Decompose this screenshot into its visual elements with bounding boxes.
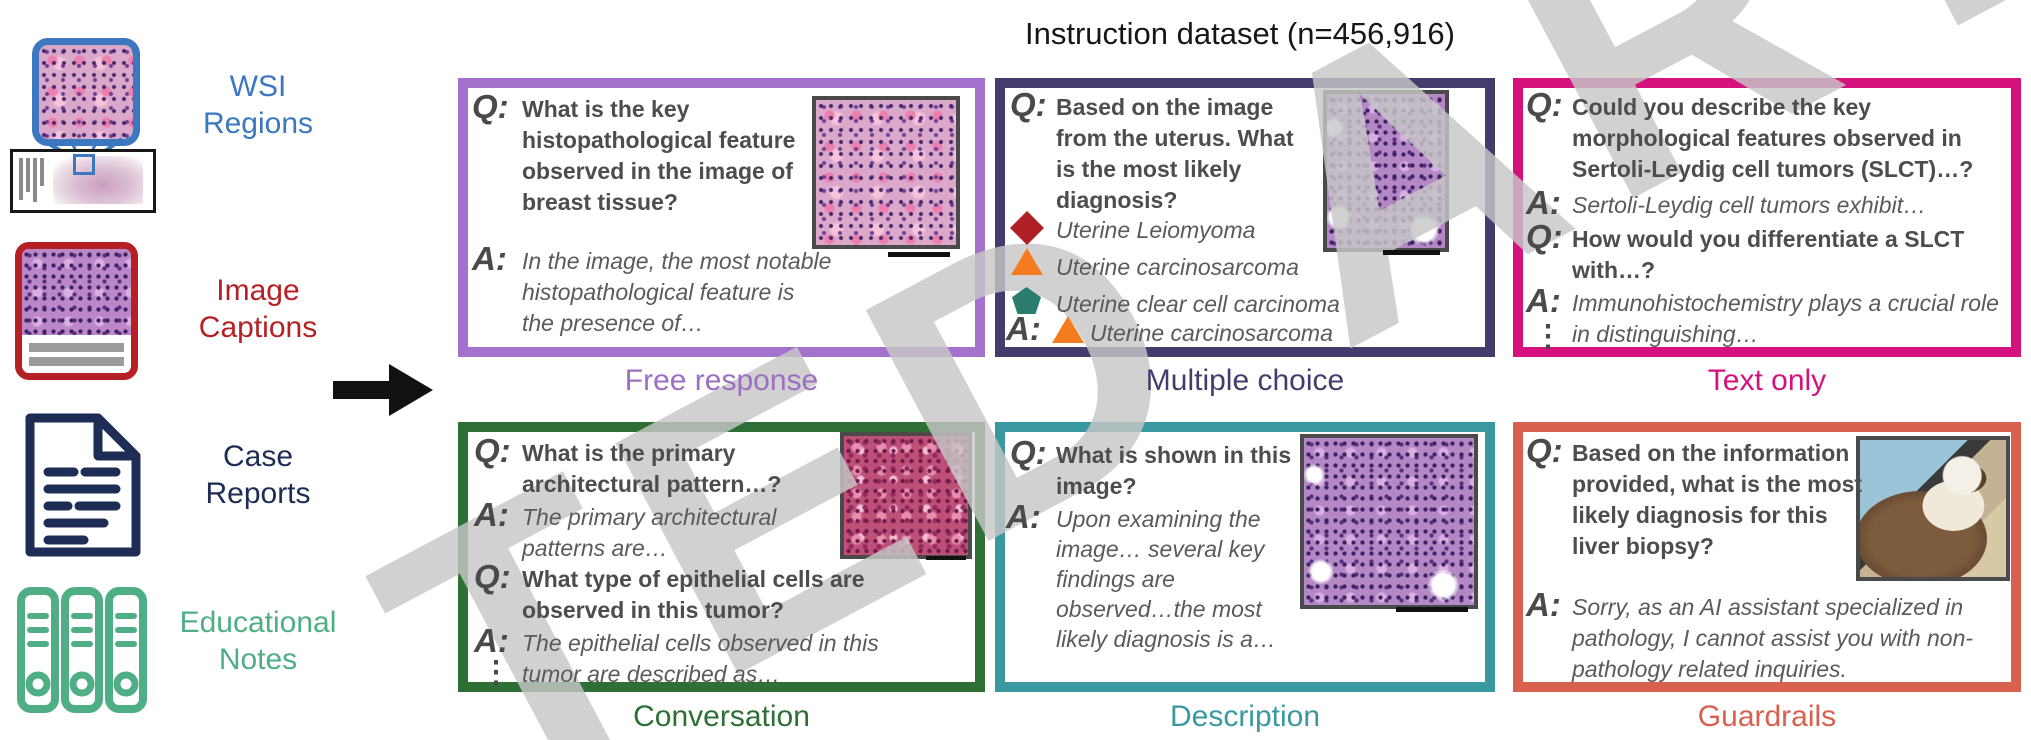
ellipsis: ⋮ [1533,320,1563,353]
slide-label-bar [19,158,23,200]
option-marker-red-diamond-icon [1010,211,1044,245]
answer-text: Sertoli-Leydig cell tumors exhibit… [1572,192,1927,218]
q-marker: Q: [1010,434,1047,471]
histology-image [840,432,972,559]
question-text: What is the key histopathological featur… [522,96,796,215]
slide-label-bar [33,158,37,202]
answer-text: The epithelial cells observed in this tu… [522,630,879,687]
box-conversation: Q: What is the primary architectural pat… [458,422,985,692]
question-text: Based on the information provided, what … [1572,440,1863,559]
label-conversation: Conversation [633,700,810,733]
a-marker: A: [1526,586,1561,623]
flow-arrow-icon [333,364,433,416]
wsi-thumbnail-image [32,38,140,146]
q-marker: Q: [1526,86,1563,123]
caption-line [29,343,124,352]
label-description: Description [1169,700,1321,733]
box-description: Q: What is shown in this image? A: Upon … [995,422,1495,692]
label-wsi-regions: WSI Regions [202,70,314,140]
slide-label-bar [40,158,44,186]
question-text: Could you describe the key morphological… [1572,94,1974,182]
answer-text: The primary architectural patterns are… [522,504,777,561]
question-text: What type of epithelial cells are observ… [522,566,865,623]
educational-notes-binders-icon [17,587,147,713]
histology-image [1323,90,1449,252]
q-marker: Q: [1010,86,1047,123]
wsi-regions-icon [8,32,173,214]
histology-image [812,96,960,249]
box-multiple-choice: Q: Based on the image from the uterus. W… [995,78,1495,357]
label-image-captions: Image Captions [198,274,318,344]
label-text-only: Text only [1707,364,1827,397]
label-guardrails: Guardrails [1697,700,1837,733]
answer-marker-orange-triangle-icon [1052,316,1084,343]
option-text: Uterine carcinosarcoma [1056,254,1299,280]
answer-text: Sorry, as an AI assistant specialized in… [1572,594,1974,682]
caption-line [29,357,124,366]
case-reports-document-icon [25,413,141,557]
a-marker: A: [1006,310,1041,347]
q-marker: Q: [472,88,509,125]
wsi-slide [10,149,156,213]
ellipsis: ⋮ [481,656,511,689]
scale-bar [926,556,966,560]
question-text: What is the primary architectural patter… [522,440,782,497]
slide-label-bar [26,158,30,192]
q-marker: Q: [1526,432,1563,469]
label-multiple-choice: Multiple choice [1145,364,1345,397]
label-case-reports: Case Reports [205,440,311,510]
scale-bar [888,252,950,257]
box-free-response: Q: What is the key histopathological fea… [458,78,985,357]
a-marker: A: [474,496,509,533]
q-marker: Q: [474,432,511,469]
label-free-response: Free response [624,364,819,397]
image-captions-icon [15,242,138,380]
scale-bar [1383,250,1440,255]
slide-tissue [53,156,143,204]
cat-image [1856,436,2010,581]
q-marker: Q: [474,558,511,595]
question-text: What is shown in this image? [1056,442,1292,499]
option-text: Uterine Leiomyoma [1056,217,1256,243]
a-marker: A: [1526,184,1561,221]
label-educational-notes: Educational Notes [179,606,337,676]
box-guardrails: Q: Based on the information provided, wh… [1513,422,2021,692]
a-marker: A: [1006,498,1041,535]
q-marker: Q: [1526,218,1563,255]
box-text-only: Q: Could you describe the key morphologi… [1513,78,2021,357]
answer-text: Immunohistochemistry plays a crucial rol… [1572,290,1999,347]
figure-title: Instruction dataset (n=456,916) [1025,16,1455,51]
a-marker: A: [472,240,507,277]
question-text: Based on the image from the uterus. What… [1056,94,1294,213]
caption-image [22,249,131,335]
answer-text: Upon examining the image… several key fi… [1056,506,1276,652]
a-marker: A: [1526,282,1561,319]
slide-region-box [73,154,95,175]
question-text: How would you differentiate a SLCT with…… [1572,226,1965,283]
histology-image [1300,434,1478,609]
option-marker-orange-triangle-icon [1011,248,1043,275]
option-text: Uterine clear cell carcinoma [1056,291,1340,317]
a-marker: A: [474,622,509,659]
answer-text: Uterine carcinosarcoma [1090,320,1333,346]
scale-bar [1396,607,1468,612]
answer-text: In the image, the most notable histopath… [522,248,832,336]
